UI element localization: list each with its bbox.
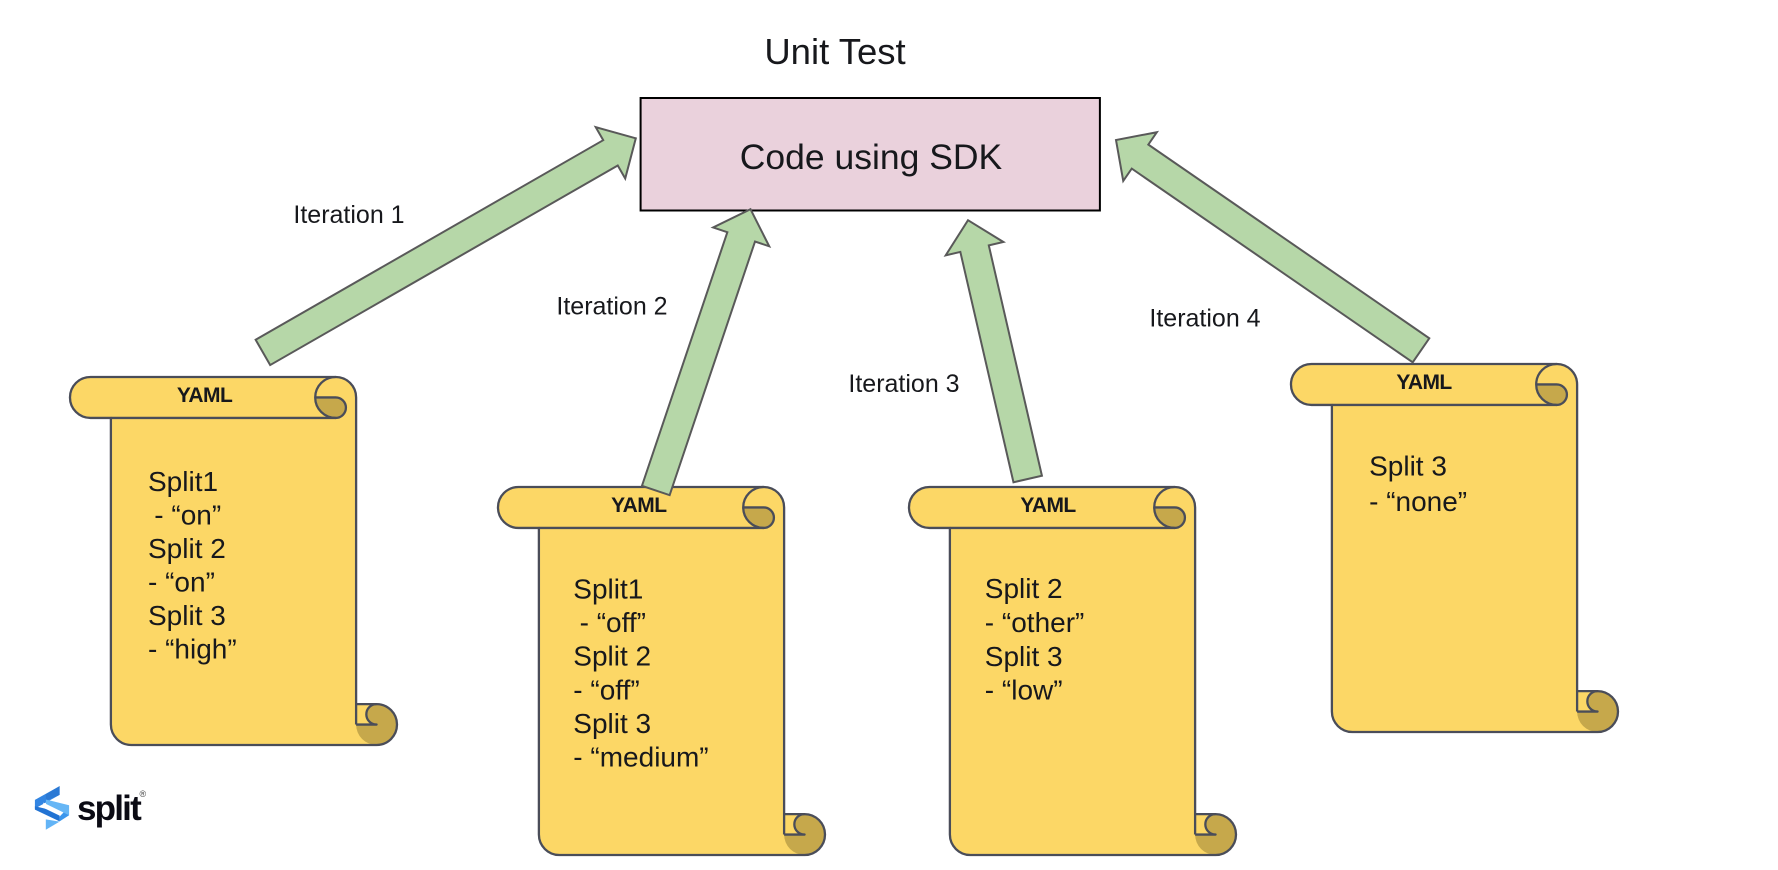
svg-text:- “none”: - “none” (1369, 486, 1467, 517)
svg-text:Split 3: Split 3 (1369, 451, 1447, 482)
svg-text:Iteration 1: Iteration 1 (293, 201, 404, 229)
svg-text:- “high”: - “high” (148, 634, 237, 665)
svg-text:YAML: YAML (1396, 371, 1452, 394)
svg-text:Split 2: Split 2 (985, 573, 1063, 604)
svg-text:- “medium”: - “medium” (573, 742, 708, 773)
svg-text:Iteration 4: Iteration 4 (1149, 305, 1260, 333)
svg-text:Split 3: Split 3 (148, 600, 226, 631)
svg-text:YAML: YAML (177, 384, 233, 407)
svg-text:- “off”: - “off” (580, 607, 646, 638)
svg-text:Iteration 3: Iteration 3 (848, 370, 959, 398)
svg-text:YAML: YAML (1020, 494, 1076, 517)
svg-text:YAML: YAML (611, 494, 667, 517)
svg-text:Split1: Split1 (148, 466, 218, 497)
svg-text:- “on”: - “on” (148, 567, 215, 598)
svg-text:Code using SDK: Code using SDK (740, 137, 1003, 177)
svg-text:®: ® (140, 789, 147, 799)
svg-text:Split 2: Split 2 (573, 641, 651, 672)
svg-text:- “other”: - “other” (985, 607, 1085, 638)
svg-text:Split 3: Split 3 (573, 708, 651, 739)
svg-text:Unit Test: Unit Test (764, 31, 905, 72)
svg-text:Split1: Split1 (573, 574, 643, 605)
svg-text:- “off”: - “off” (573, 674, 639, 705)
svg-text:split: split (77, 789, 142, 828)
svg-text:Iteration 2: Iteration 2 (556, 292, 667, 320)
svg-text:- “on”: - “on” (154, 500, 221, 531)
svg-text:Split 2: Split 2 (148, 533, 226, 564)
svg-text:- “low”: - “low” (985, 675, 1063, 706)
svg-text:Split 3: Split 3 (985, 641, 1063, 672)
